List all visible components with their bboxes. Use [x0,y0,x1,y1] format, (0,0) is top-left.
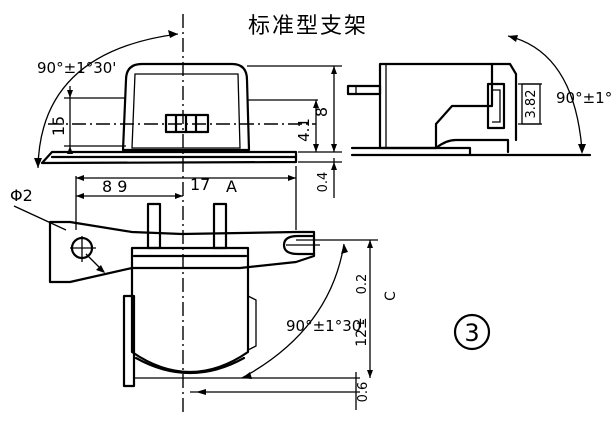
dim-4-1-label: 4.1 [295,118,313,142]
dim17-arrow-right [288,175,296,181]
figure-number-circle [453,313,491,351]
relay-can-body [130,246,250,374]
dim12-arrow-bot [367,370,373,378]
dim15-arrow-top [67,90,73,98]
mounting-slot [164,113,210,134]
angle-top-left-label: 90°±1°30' [37,59,116,77]
angle-arc-arrow-right [168,30,178,38]
angle-arc-top-left [37,33,179,169]
dim-15-label: 15 [49,116,68,136]
side-tab-inner [492,89,501,123]
dim89-arrow-left [76,193,84,199]
angle-top-right-label: 90°±1° [556,89,612,107]
side-pin [346,84,382,96]
relay-body-front [121,62,251,152]
angle-arc-lower [241,243,345,379]
angle-arc-arrow-bottom [34,158,42,168]
angle-arc-right [507,35,583,151]
dim-3-82-label: 3.82 [524,90,539,119]
dim12-arrow-top [367,240,373,248]
mounting-slot-right [282,234,316,256]
dim382-box [521,83,541,125]
dim-0-4-label: 0.4 [316,172,331,193]
base-plate [40,150,298,165]
dim89-arrow-right [175,193,183,199]
dim-12-label: 12± [354,317,370,347]
side-bracket-bend [434,138,510,154]
dim-8-9-label: 8 9 [102,177,127,196]
dim15-arrow-bot [67,146,73,154]
can-side-tab [122,294,136,388]
dim-8-label: 8 [312,107,331,117]
side-bracket-foot [350,146,472,157]
dim-C-label: C [383,291,399,301]
dim-0-2-label: 0.2 [355,274,370,295]
angle-arc-lower-arrow-bot [242,372,252,379]
drawing-title: 标准型支架 [248,14,368,39]
front-view: 15 90°±1°30' 4.1 8 0.4 [34,14,342,412]
can-bottom-curve [134,356,246,374]
terminal-pin-2 [212,202,228,250]
hole-left-arrow [96,265,105,273]
side-body [378,62,494,150]
dim-17-label: 17 [190,175,210,194]
dim-phi2-label: Φ2 [10,186,33,205]
top-view: 8 9 17 A Φ2 0.6 [10,166,399,410]
angle-lower-label: 90°±1°30' [286,317,365,335]
dim41-arrow-top [313,100,319,108]
dim8-arrow-top [331,66,337,74]
relay-body-inner [131,73,241,149]
phi2-leader [13,205,67,231]
side-tab-hook [486,82,506,130]
terminal-pin-1 [146,202,162,250]
can-right-edge [247,295,257,351]
angle-arc-lower-arrow-top [341,244,348,254]
figure-number-digit: 3 [464,319,479,347]
side-tab [490,62,518,142]
dim-A-label: A [226,177,237,196]
mounting-plate [48,220,316,284]
dim17-arrow-left [76,175,84,181]
dim04-arrow [331,162,337,170]
dim8-arrow-bot [331,144,337,152]
angle-arc-right-arrow-bot [578,144,586,154]
angle-arc-right-arrow-top [508,35,518,42]
dim06-arrow-left [196,389,206,395]
dim41-arrow-bot [313,144,319,152]
dim-0-6-label: 0.6 [356,382,371,403]
side-view: 3.82 90°±1° [346,35,612,157]
